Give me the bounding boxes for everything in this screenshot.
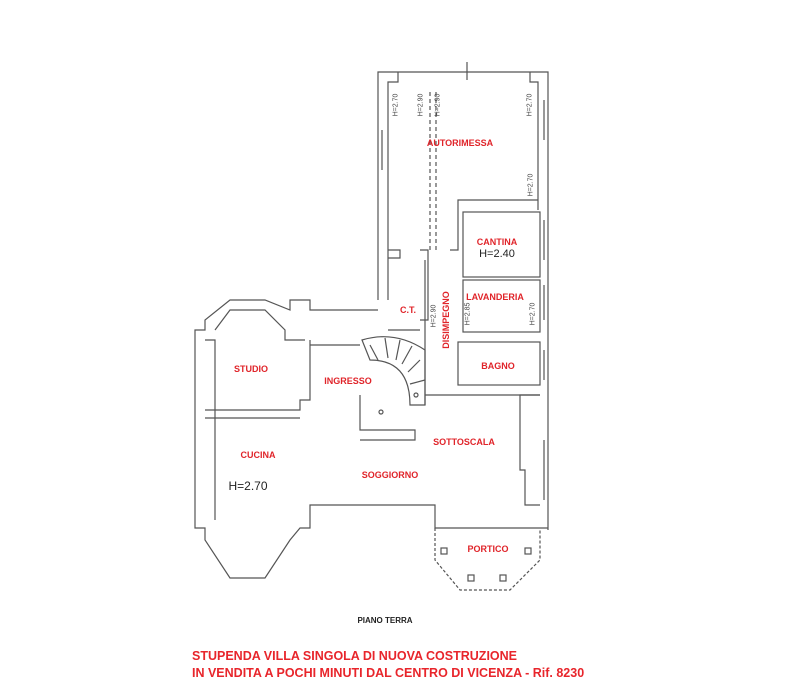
staircase [361,336,426,406]
height-cucina: H=2.70 [228,479,268,493]
height-disimpegno: H=2.90 [430,304,438,328]
room-label-portico: PORTICO [467,544,509,554]
height-garage-mid1: H=2.90 [417,93,425,117]
room-label-autorimessa: AUTORIMESSA [426,138,494,148]
height-garage-mid2: H=2.90 [434,93,442,117]
height-lavanderia-left: H=2.85 [464,302,472,326]
bagno-room [457,341,541,386]
height-garage-right: H=2.70 [526,93,534,117]
room-label-bagno: BAGNO [481,361,515,371]
room-label-studio: STUDIO [233,364,269,374]
floor-plan-drawing [194,62,549,591]
floor-label: PIANO TERRA [357,616,413,625]
height-cantina: H=2.40 [479,248,515,260]
caption-line-2: IN VENDITA A POCHI MINUTI DAL CENTRO DI … [192,666,585,680]
room-label-ct: C.T. [399,305,417,315]
room-label-cucina: CUCINA [240,450,276,460]
caption-line-1: STUPENDA VILLA SINGOLA DI NUOVA COSTRUZI… [192,649,518,663]
lavanderia-room [462,279,541,333]
cantina-room [462,211,541,278]
height-garage-left: H=2.70 [392,93,400,117]
main-outer-wall [194,299,548,579]
garage-inner-wall [387,72,399,300]
garage-outer-wall [377,71,549,530]
portico-outline [434,528,541,591]
room-label-soggiorno: SOGGIORNO [361,470,419,480]
room-label-cantina: CANTINA [476,237,518,247]
room-label-disimpegno: DISIMPEGNO [441,291,451,349]
studio-cucina-wall [205,340,311,411]
ct-room [388,249,401,259]
height-garage-right-low: H=2.70 [527,173,535,197]
height-lavanderia-right: H=2.70 [529,302,537,326]
room-label-sottoscala: SOTTOSCALA [433,437,495,447]
listing-caption: STUPENDA VILLA SINGOLA DI NUOVA COSTRUZI… [192,648,584,682]
garage-partition [450,199,538,251]
room-label-lavanderia: LAVANDERIA [466,292,524,302]
room-label-ingresso: INGRESSO [324,376,372,386]
